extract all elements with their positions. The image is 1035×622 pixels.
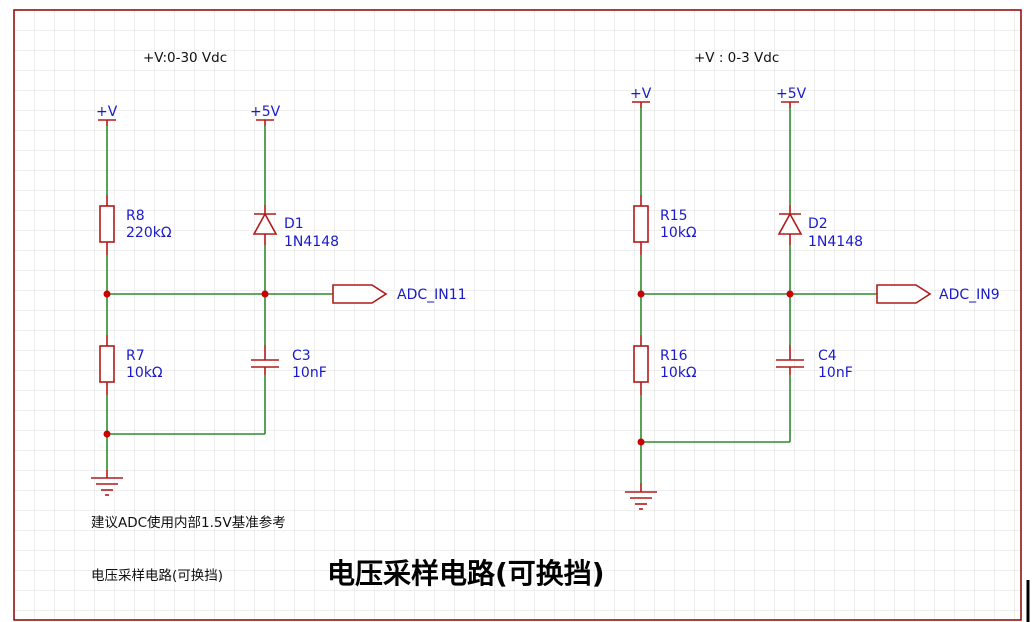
left-output-label: ADC_IN11 xyxy=(397,287,467,303)
right-junction-ground xyxy=(637,438,645,446)
capacitor-c3: C3 10nF xyxy=(251,345,327,381)
capacitor-c4: C4 10nF xyxy=(776,345,853,381)
right-wires xyxy=(640,108,877,483)
circuit-name-small: 电压采样电路(可换挡) xyxy=(91,568,223,584)
left-supply-symbol: +V xyxy=(96,104,118,126)
right-ground-symbol xyxy=(625,483,657,510)
c4-ref: C4 xyxy=(818,348,837,364)
left-range-note: +V:0-30 Vdc xyxy=(143,50,227,66)
r8-value: 220kΩ xyxy=(126,225,172,241)
c4-value: 10nF xyxy=(818,365,853,381)
r7-value: 10kΩ xyxy=(126,365,163,381)
left-junction-diode xyxy=(261,290,269,298)
resistor-r15: R15 10kΩ xyxy=(633,195,697,255)
c3-ref: C3 xyxy=(292,348,311,364)
r8-ref: R8 xyxy=(126,208,145,224)
left-supply-label: +V xyxy=(96,104,118,120)
c3-value: 10nF xyxy=(292,365,327,381)
r16-value: 10kΩ xyxy=(660,365,697,381)
r15-value: 10kΩ xyxy=(660,225,697,241)
right-supply-label: +V xyxy=(630,86,652,102)
right-junction-divider xyxy=(637,290,645,298)
resistor-r8: R8 220kΩ xyxy=(99,195,172,255)
sheet-grid xyxy=(14,10,1021,620)
right-output-label: ADC_IN9 xyxy=(939,287,1000,303)
left-ground-symbol xyxy=(91,470,123,496)
right-supply-symbol: +V xyxy=(630,86,652,108)
left-output-port: ADC_IN11 xyxy=(332,284,467,304)
right-range-note: +V : 0-3 Vdc xyxy=(694,50,779,66)
schematic-title: 电压采样电路(可换挡) xyxy=(327,557,605,590)
right-5v-symbol: +5V xyxy=(776,86,807,108)
r7-ref: R7 xyxy=(126,348,145,364)
diode-d1: D1 1N4148 xyxy=(252,205,339,250)
r15-ref: R15 xyxy=(660,208,688,224)
diode-d2: D2 1N4148 xyxy=(777,205,863,250)
sheet-border xyxy=(13,9,1022,621)
left-wires xyxy=(106,126,333,470)
left-5v-symbol: +5V xyxy=(250,104,281,126)
d2-value: 1N4148 xyxy=(808,234,863,250)
d1-value: 1N4148 xyxy=(284,234,339,250)
right-junction-diode xyxy=(786,290,794,298)
left-circuit: +V:0-30 Vdc +V +5V xyxy=(91,50,467,496)
right-5v-label: +5V xyxy=(776,86,807,102)
d1-ref: D1 xyxy=(284,216,304,232)
left-junction-divider xyxy=(103,290,111,298)
r16-ref: R16 xyxy=(660,348,688,364)
reference-note: 建议ADC使用内部1.5V基准参考 xyxy=(91,514,286,531)
left-5v-label: +5V xyxy=(250,104,281,120)
right-output-port: ADC_IN9 xyxy=(876,284,1000,304)
resistor-r7: R7 10kΩ xyxy=(99,335,163,395)
d2-ref: D2 xyxy=(808,216,828,232)
right-circuit: +V : 0-3 Vdc +V +5V xyxy=(625,50,1000,510)
left-junction-ground xyxy=(103,430,111,438)
resistor-r16: R16 10kΩ xyxy=(633,335,697,395)
